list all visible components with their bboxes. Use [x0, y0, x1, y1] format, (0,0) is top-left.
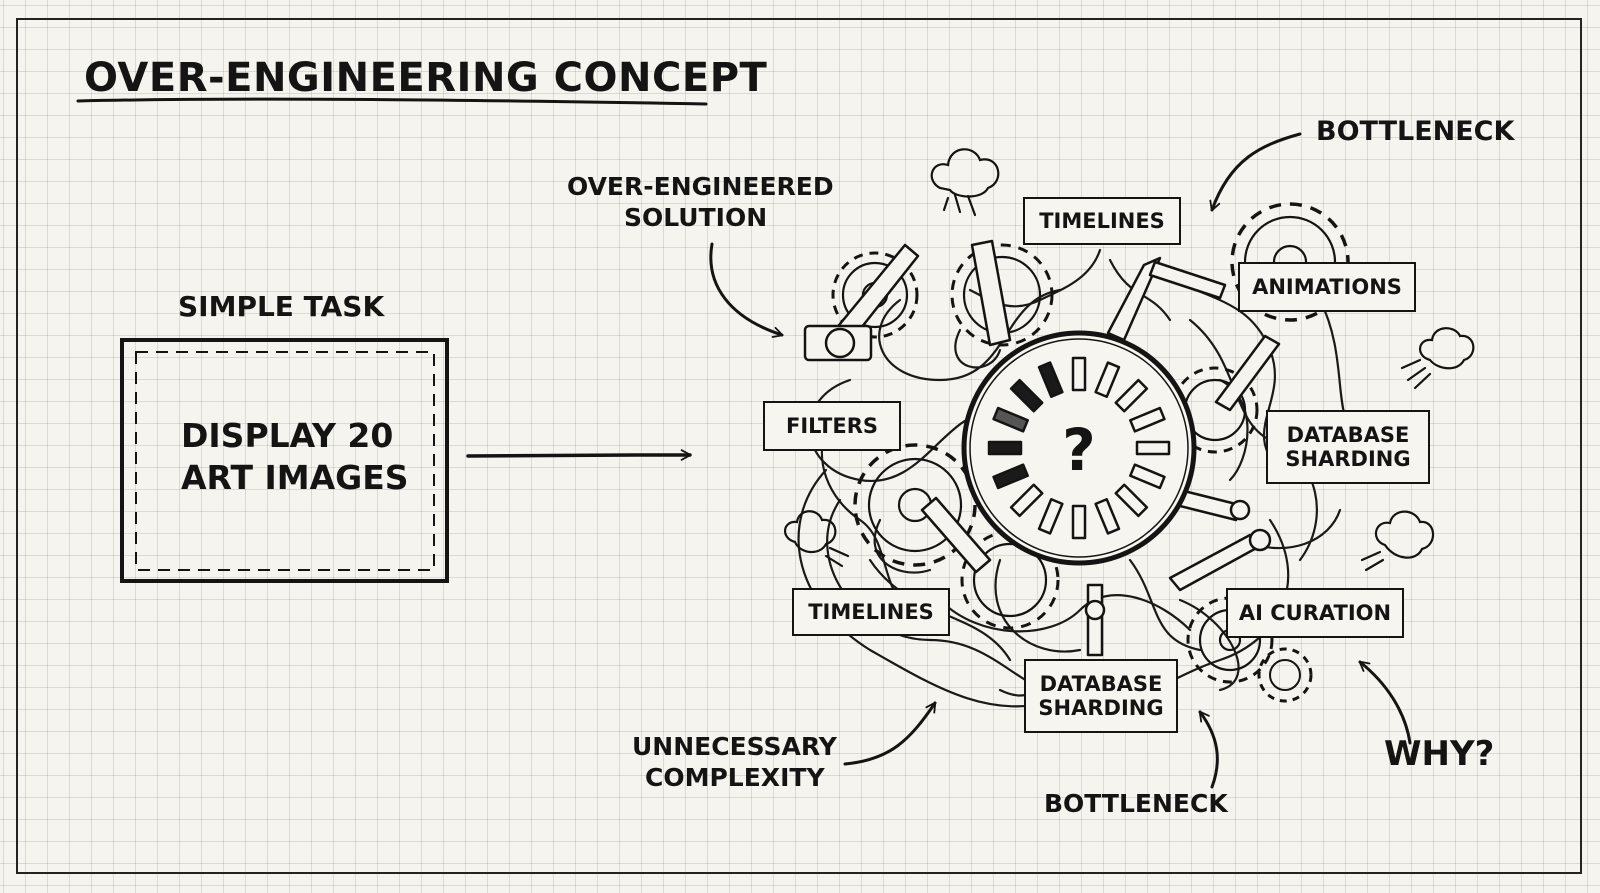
ai-curation-label: AI CURATION: [1238, 600, 1392, 625]
simple-task-box: [120, 338, 449, 583]
spinner-tick: [1094, 498, 1121, 535]
spinner-tick: [1037, 361, 1064, 398]
unnecessary-label-line2: COMPLEXITY: [645, 763, 825, 792]
filters-label: FILTERS: [785, 413, 879, 438]
spinner-tick: [1071, 504, 1087, 540]
drawing-border: [16, 18, 1582, 874]
title-underline: [76, 97, 708, 106]
simple-task-line1: DISPLAY 20: [181, 416, 394, 455]
simple-task-line2: ART IMAGES: [181, 458, 409, 497]
spinner-tick: [1009, 483, 1044, 518]
unnecessary-label-line1: UNNECESSARY: [632, 732, 837, 761]
timelines-bottom-box: TIMELINES: [792, 588, 950, 636]
bottleneck-bottom-arrow: [1198, 710, 1219, 789]
animations-label: ANIMATIONS: [1252, 274, 1402, 299]
spinner-tick: [1129, 463, 1166, 490]
spinner-tick: [992, 463, 1029, 490]
timelines-bottom-label: TIMELINES: [808, 599, 934, 624]
database-sharding-bottom-line1: DATABASE: [1039, 671, 1163, 696]
bottleneck-bottom-label: BOTTLENECK: [1044, 789, 1228, 818]
over-engineered-label-line2: SOLUTION: [624, 203, 768, 232]
spinner-tick: [1114, 378, 1149, 413]
levers: [803, 239, 1281, 657]
spinner-tick: [1129, 406, 1166, 433]
timelines-top-box: TIMELINES: [1023, 197, 1181, 245]
spinner-tick: [1114, 483, 1149, 518]
why-label: WHY?: [1384, 734, 1495, 774]
central-loading-dial: ?: [961, 330, 1197, 566]
database-sharding-right-line1: DATABASE: [1286, 422, 1410, 447]
over-engineered-arrow: [709, 242, 784, 338]
database-sharding-right-line2: SHARDING: [1285, 447, 1411, 471]
simple-task-heading: SIMPLE TASK: [178, 290, 385, 323]
task-to-solution-arrow: [466, 449, 692, 461]
over-engineered-label-line1: OVER-ENGINEERED: [567, 172, 834, 201]
annotation-arrows: [709, 132, 1412, 789]
spinner-tick: [1009, 378, 1044, 413]
loading-spinner-ticks: [987, 356, 1171, 540]
spinner-tick: [992, 406, 1029, 433]
timelines-top-label: TIMELINES: [1039, 208, 1165, 233]
filters-box: FILTERS: [763, 401, 901, 451]
unnecessary-arrow: [843, 701, 937, 766]
bottleneck-top-label: BOTTLENECK: [1316, 116, 1515, 147]
database-sharding-bottom-box: DATABASE SHARDING: [1024, 659, 1178, 733]
ai-curation-box: AI CURATION: [1226, 588, 1404, 638]
spinner-tick: [1071, 356, 1087, 392]
database-sharding-bottom-line2: SHARDING: [1038, 696, 1164, 720]
spinner-tick: [1094, 361, 1121, 398]
animations-box: ANIMATIONS: [1238, 262, 1416, 312]
spinner-tick: [1037, 498, 1064, 535]
page-title: OVER-ENGINEERING CONCEPT: [84, 55, 768, 101]
spinner-tick: [987, 440, 1023, 456]
steam-puffs: [784, 148, 1475, 572]
database-sharding-right-box: DATABASE SHARDING: [1266, 410, 1430, 484]
why-arrow: [1358, 660, 1412, 745]
question-mark-icon: ?: [1062, 416, 1096, 484]
spinner-tick: [1135, 440, 1171, 456]
bottleneck-top-arrow: [1209, 132, 1302, 212]
